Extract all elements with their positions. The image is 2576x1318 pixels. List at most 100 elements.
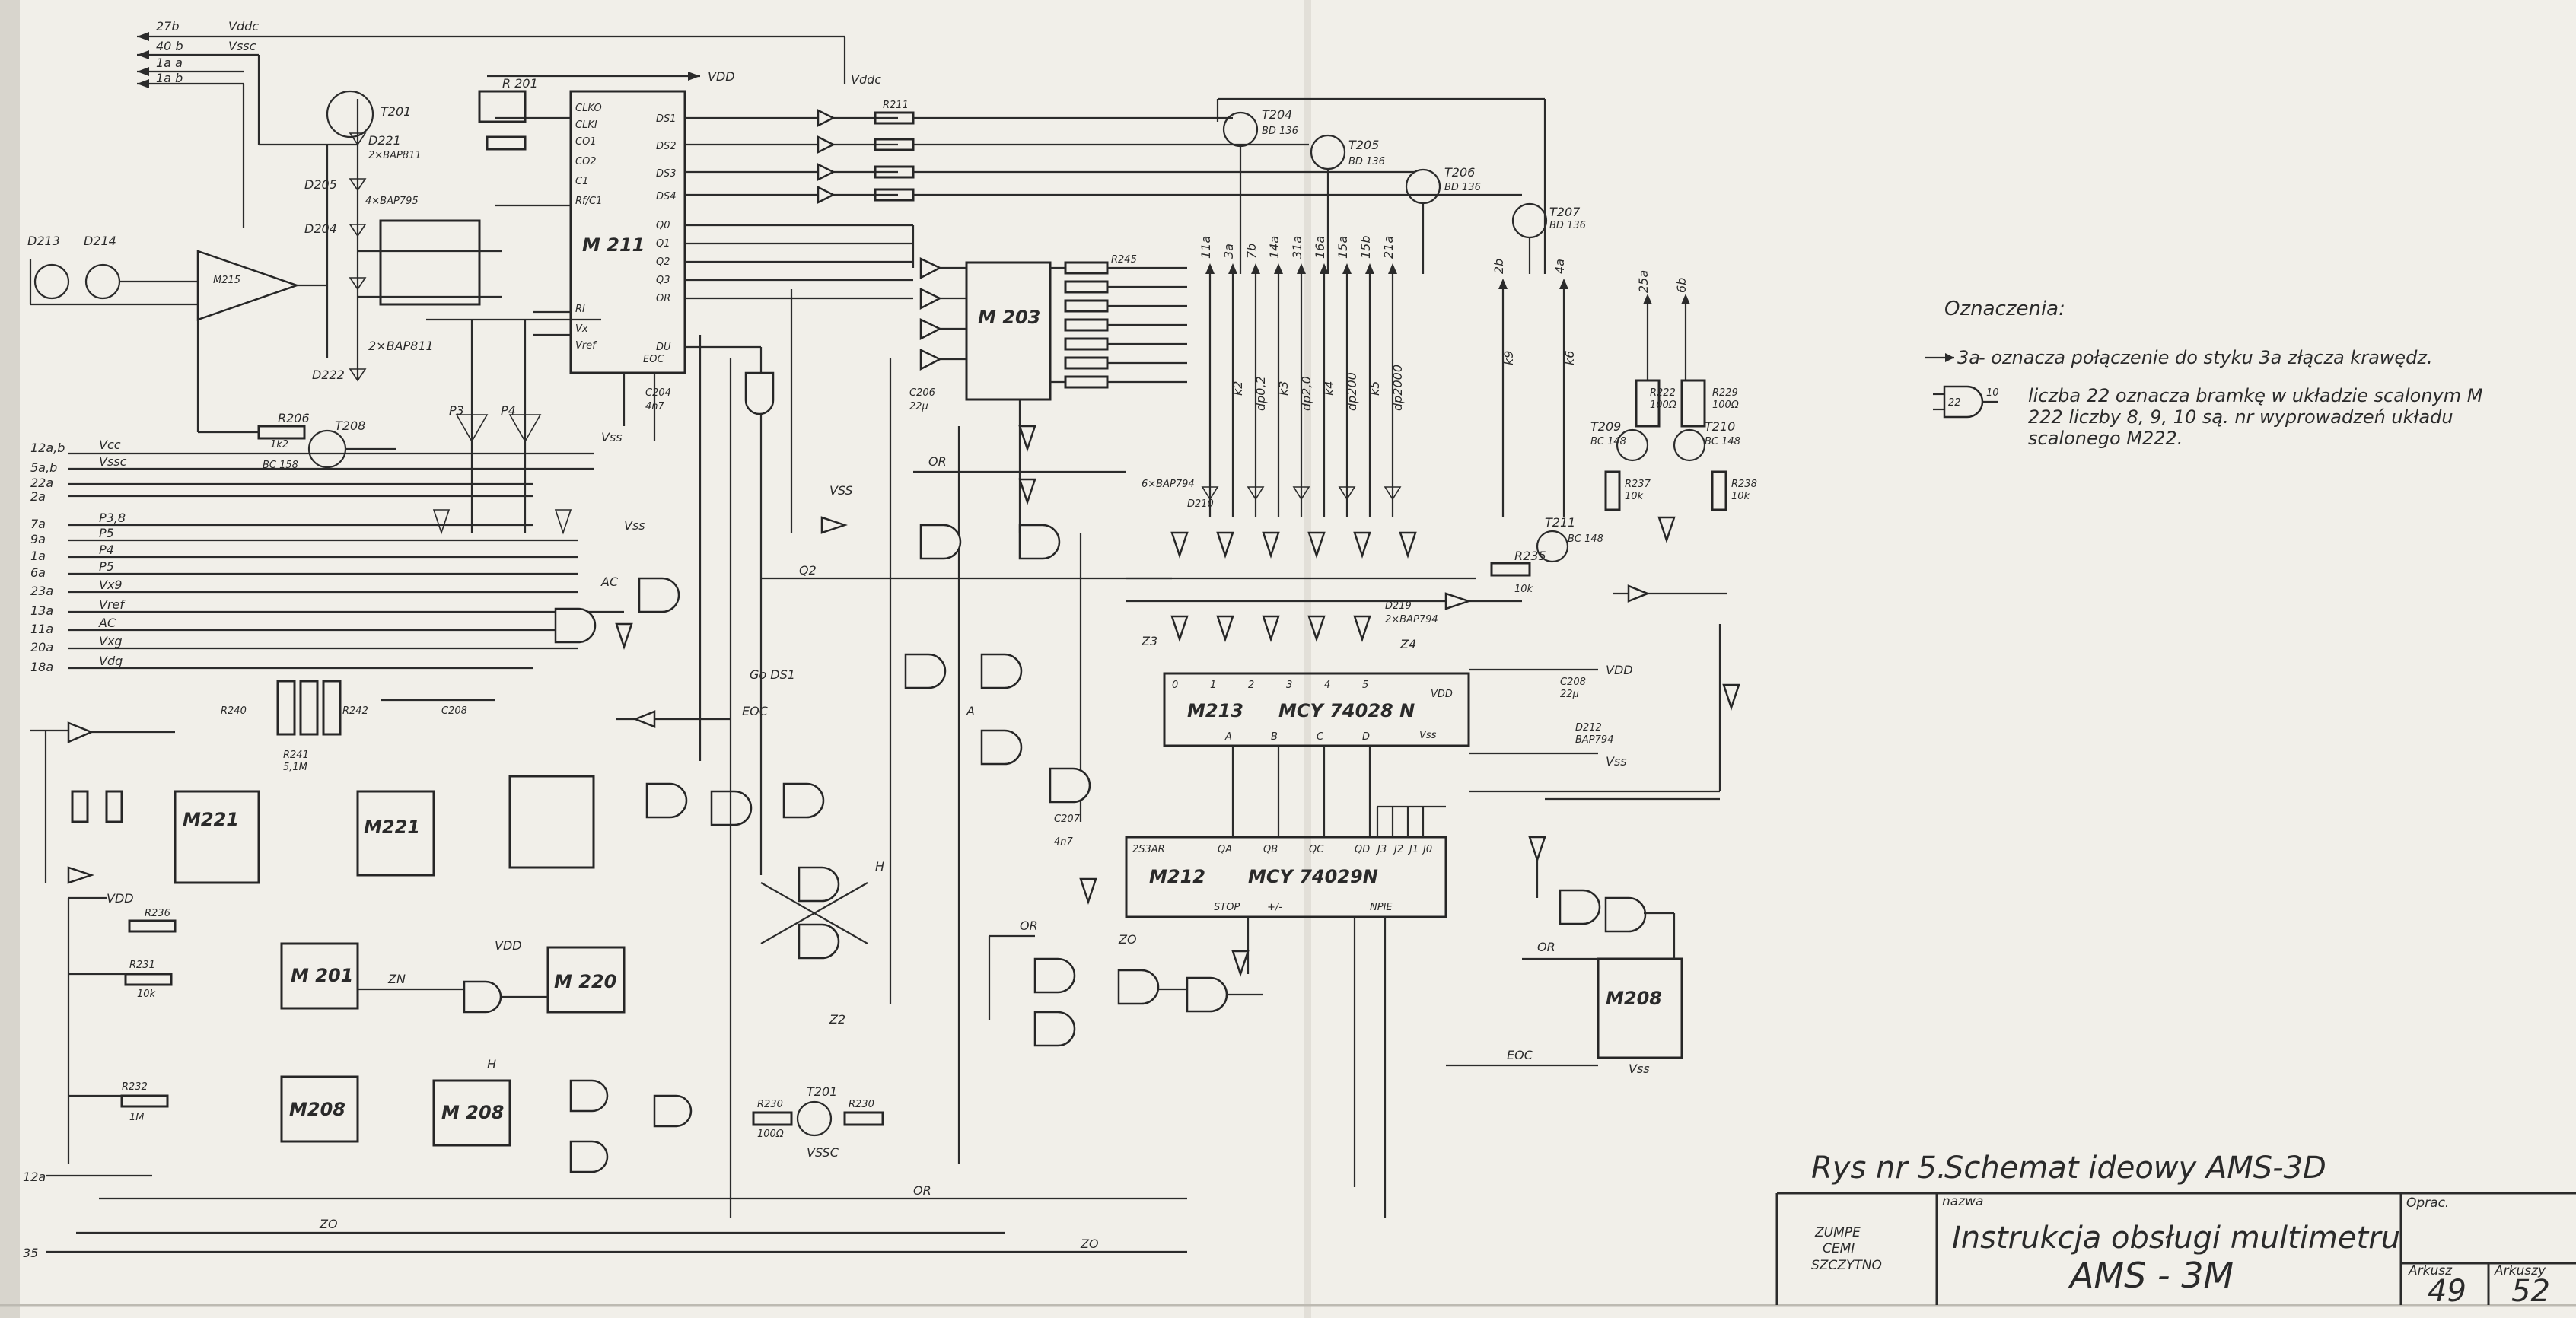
term-12: 18a — [30, 660, 53, 674]
t205-type: BD 136 — [1348, 156, 1385, 167]
d205-label: D205 — [304, 177, 337, 192]
d214-label: D214 — [84, 234, 116, 248]
net-zo-bottom2: ZO — [1080, 1237, 1099, 1251]
m215-label: M215 — [213, 275, 240, 286]
net-or-overline: OR — [928, 454, 947, 469]
svg-text:C: C — [1317, 731, 1324, 743]
input-stage: D213 D214 M215 — [27, 143, 358, 358]
legend-item-1-wrap: liczba 22 oznacza bramkę w układzie scal… — [2028, 385, 2483, 449]
svg-text:VDD: VDD — [1431, 689, 1453, 700]
vdd-right: VDD — [1606, 663, 1633, 677]
vss-mid: Vss — [624, 518, 645, 533]
svg-text:CO2: CO2 — [575, 156, 597, 167]
t207-type: BD 136 — [1549, 220, 1586, 231]
svg-text:dp2000: dp2000 — [1390, 365, 1405, 411]
legend-gate-num: 22 — [1948, 397, 1961, 409]
term-5: 9a — [30, 532, 46, 546]
c205-label: C206 — [909, 387, 935, 399]
r233-value: 1M — [129, 1112, 145, 1123]
term-3: 2a — [30, 489, 46, 504]
net-z3: Z3 — [1141, 634, 1157, 648]
rail-name-0: Vddc — [228, 19, 259, 33]
legend-item-1-text: liczba 22 oznacza bramkę w układzie scal… — [2028, 385, 2483, 449]
svg-text:15a: 15a — [1336, 236, 1350, 259]
vddc-label: Vddc — [851, 72, 881, 87]
svg-text:Q3: Q3 — [656, 275, 670, 286]
svg-text:QA: QA — [1218, 844, 1232, 855]
t205-label: T205 — [1348, 138, 1379, 152]
net-h-left: H — [487, 1057, 496, 1071]
svg-text:Vx: Vx — [575, 323, 588, 335]
chip-m212: M212 MCY 74029N 2S3AR QA QB QC QD J3 J2 … — [1054, 805, 1447, 1218]
svg-text:J3: J3 — [1375, 844, 1387, 855]
c204-value: 4n7 — [645, 401, 665, 412]
svg-text:2: 2 — [1248, 680, 1254, 691]
svg-text:Q1: Q1 — [656, 238, 670, 250]
svg-text:6b: 6b — [1674, 278, 1689, 293]
svg-text:DS2: DS2 — [656, 141, 677, 152]
svg-text:DS1: DS1 — [656, 113, 677, 125]
svg-text:Rf/C1: Rf/C1 — [575, 196, 602, 207]
legend-gate-pin: 10 — [1986, 387, 1999, 399]
t201-label: T201 — [807, 1084, 837, 1099]
vssc-t201: VSSC — [807, 1145, 839, 1160]
t207-label: T207 — [1549, 205, 1581, 219]
svg-text:J1: J1 — [1407, 844, 1419, 855]
display-outputs: 11a 3a 7b 14a 31a 16a 15a 15b 21a 2b 4a … — [1142, 235, 1690, 517]
r235-label: R230 — [757, 1099, 783, 1110]
m213-label: M213 — [1187, 700, 1243, 721]
d222-type: 2×BAP811 — [368, 339, 434, 353]
r231-label: R236 — [145, 908, 170, 919]
t211-type: BC 148 — [1568, 533, 1603, 545]
term-4: 7a — [30, 517, 46, 531]
svg-text:k5: k5 — [1368, 381, 1382, 396]
d213-label: D213 — [27, 234, 60, 248]
svg-text:J0: J0 — [1421, 844, 1432, 855]
t204-label: T204 — [1262, 107, 1292, 122]
net-h: H — [875, 859, 884, 874]
m208a-label: M208 — [289, 1099, 345, 1120]
term-net-8: Vx9 — [99, 578, 123, 592]
chip-m220b: M208 OR EOC Vss — [1446, 836, 1683, 1076]
r229-value: 100Ω — [1712, 400, 1739, 411]
svg-text:4a: 4a — [1552, 259, 1567, 274]
output-transistors: T204 BD 136 T205 BD 136 T206 BD 136 T207… — [1222, 107, 1586, 274]
svg-text:QD: QD — [1355, 844, 1370, 855]
svg-text:0: 0 — [1172, 680, 1178, 691]
svg-text:DU: DU — [656, 342, 671, 353]
d219-label: D219 — [1385, 600, 1412, 612]
net-zo-bottom: ZO — [319, 1217, 338, 1231]
vss-m211: Vss — [601, 430, 623, 444]
legend-title: Oznaczenia: — [1944, 298, 2065, 320]
svg-text:2b: 2b — [1492, 259, 1506, 274]
net-eoc-right: EOC — [1507, 1048, 1533, 1062]
net-z2: Z2 — [829, 1012, 845, 1027]
r236-value: 10k — [1514, 584, 1533, 595]
svg-text:J2: J2 — [1392, 844, 1403, 855]
r240-label: R240 — [221, 705, 247, 717]
c205-value: 22μ — [909, 401, 928, 412]
r206-value: 1k2 — [270, 439, 288, 450]
prepared-label: Oprac. — [2406, 1195, 2449, 1211]
svg-text:DS4: DS4 — [656, 191, 677, 202]
svg-text:2S3AR: 2S3AR — [1132, 844, 1165, 855]
c207-label: C207 — [1054, 813, 1081, 825]
chip-m213: M213 MCY 74028 N 0 1 2 3 4 5 VDD Vss A B… — [1163, 663, 1633, 837]
r211-label: R211 — [883, 100, 909, 111]
r235-value: 100Ω — [757, 1129, 784, 1140]
r229-label: R229 — [1712, 387, 1738, 399]
r238-label: R238 — [1731, 479, 1757, 490]
svg-text:Vref: Vref — [575, 340, 597, 352]
org-2: SZCZYTNO — [1811, 1258, 1882, 1273]
svg-text:21a: 21a — [1381, 236, 1396, 259]
net-or-right: OR — [1537, 940, 1555, 954]
logic-gates-mid: OR ZO — [988, 918, 1263, 1047]
svg-text:QC: QC — [1309, 844, 1324, 855]
net-or-bottom: OR — [913, 1183, 931, 1198]
t211-label: T211 — [1545, 515, 1575, 530]
term-1: 5a,b — [30, 460, 57, 475]
r222-label: R222 — [1650, 387, 1676, 399]
svg-text:dp200: dp200 — [1345, 372, 1359, 411]
t210-type: BC 148 — [1705, 436, 1740, 447]
